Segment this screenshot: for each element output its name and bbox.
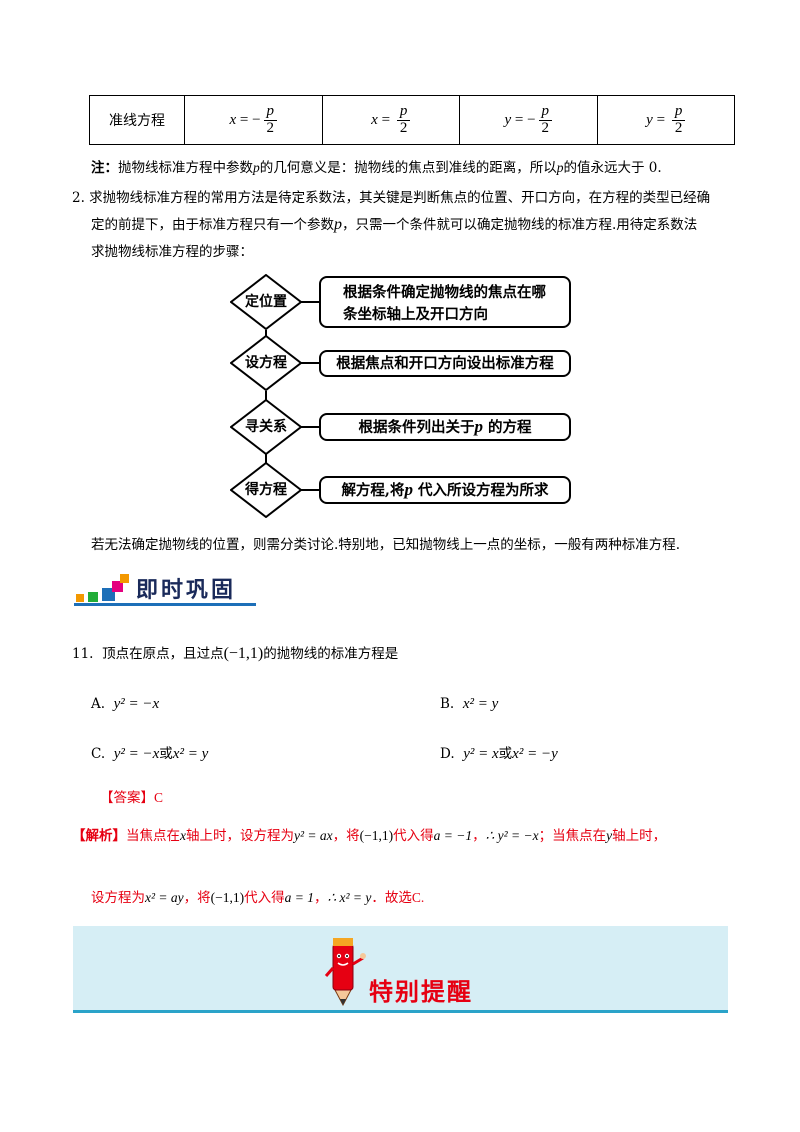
analysis-line2: 设方程为x² = ay，将(−1,1)代入得a = 1，∴ x² = y．故选C… [91,890,425,906]
option-d[interactable]: D. y² = x或x² = −y [440,746,558,762]
flow-connector [301,362,320,364]
flow-step-diamond: 得方程 [230,462,302,518]
banner-square [102,588,115,601]
banner-square [112,581,123,592]
pencil-mascot-icon [324,938,366,1006]
question-stem: 11. 顶点在原点，且过点(−1,1)的抛物线的标准方程是 [72,645,399,662]
flow-step-box: 根据焦点和开口方向设出标准方程 [319,350,571,377]
flow-step-diamond: 寻关系 [230,399,302,455]
flow-connector [301,489,320,491]
option-b[interactable]: B. x² = y [440,696,499,712]
tip-banner-title: 特别提醒 [369,978,473,1006]
para2-line1: 2. 求抛物线标准方程的常用方法是待定系数法，其关键是判断焦点的位置、开口方向，… [72,190,711,206]
section-banner: 即时巩固 [72,570,257,608]
banner-title: 即时巩固 [136,578,237,603]
banner-underline [74,603,256,606]
table-row-label: 准线方程 [89,95,185,145]
note-line: 注：抛物线标准方程中参数p的几何意义是：抛物线的焦点到准线的距离，所以p的值永远… [91,160,662,176]
flow-step-diamond: 设方程 [230,335,302,391]
tip-banner: 特别提醒 [73,926,728,1013]
flow-connector [301,426,320,428]
para2-line2: 定的前提下，由于标准方程只有一个参数p，只需一个条件就可以确定抛物线的标准方程.… [91,216,698,233]
para2-line3: 求抛物线标准方程的步骤： [91,244,253,260]
flow-step-box: 解方程,将p 代入所设方程为所求 [319,476,571,504]
conclusion-text: 若无法确定抛物线的位置，则需分类讨论.特别地，已知抛物线上一点的坐标，一般有两种… [91,537,681,553]
flow-step-box: 根据条件列出关于p 的方程 [319,413,571,441]
answer-line: 【答案】C [100,790,164,806]
flow-connector [301,301,320,303]
banner-square [76,594,84,602]
option-a[interactable]: A. y² = −x [91,696,160,712]
option-c[interactable]: C. y² = −x或x² = y [91,746,209,762]
note-label: 注： [91,160,118,176]
banner-square [120,574,129,583]
banner-square [88,592,98,602]
flow-step-box: 根据条件确定抛物线的焦点在哪 条坐标轴上及开口方向 [319,276,571,328]
analysis-line1: 【解析】当焦点在x轴上时，设方程为y² = ax，将(−1,1)代入得a = −… [72,828,667,844]
flow-step-diamond: 定位置 [230,274,302,330]
